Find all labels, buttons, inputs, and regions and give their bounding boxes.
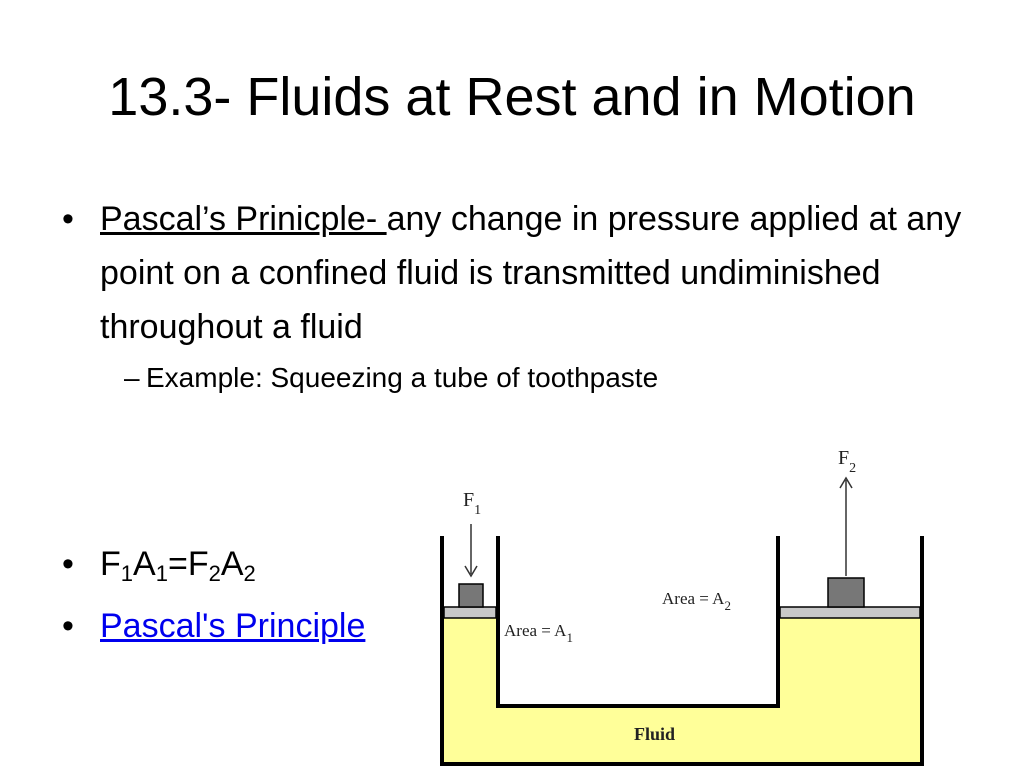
bullet-dot: • xyxy=(62,545,74,583)
sub-bullet-dash: – xyxy=(124,362,140,393)
slide-title: 13.3- Fluids at Rest and in Motion xyxy=(108,67,916,127)
bullet-list: • Pascal’s Prinicple- any change in pres… xyxy=(62,192,962,398)
sub-bullet-example: – Example: Squeezing a tube of toothpast… xyxy=(62,358,962,398)
container-wall xyxy=(440,536,924,766)
large-piston xyxy=(779,606,921,619)
container-inner-wall xyxy=(496,536,780,708)
area1-label: Area = A1 xyxy=(504,621,573,645)
large-weight xyxy=(827,577,865,608)
formula-bullet: • F1A1=F2A2 xyxy=(62,540,256,588)
f2-arrow-head xyxy=(839,476,853,489)
example-text: Example: Squeezing a tube of toothpaste xyxy=(146,362,659,393)
f2-label: F2 xyxy=(838,447,856,476)
area2-label: Area = A2 xyxy=(662,589,731,613)
link-bullet: • Pascal's Principle xyxy=(62,602,365,650)
hydraulic-press-diagram: F1 F2 Area = A1 Area = A2 Fluid xyxy=(440,447,924,766)
bullet-dot: • xyxy=(62,200,74,238)
small-piston xyxy=(443,606,497,619)
f1-label: F1 xyxy=(463,489,481,518)
fluid-region xyxy=(442,618,922,764)
small-weight xyxy=(458,583,484,608)
bullet-dot: • xyxy=(62,607,74,645)
fluid-label: Fluid xyxy=(634,724,675,744)
pascals-principle-link[interactable]: Pascal's Principle xyxy=(100,607,366,645)
term-definition: any change in pressure applied at any po… xyxy=(100,200,962,346)
f1-arrow-head xyxy=(464,565,478,578)
term-label: Pascal’s Prinicple- xyxy=(100,200,387,238)
formula: F1A1=F2A2 xyxy=(100,545,256,586)
bullet-pascal-principle: • Pascal’s Prinicple- any change in pres… xyxy=(62,192,962,354)
